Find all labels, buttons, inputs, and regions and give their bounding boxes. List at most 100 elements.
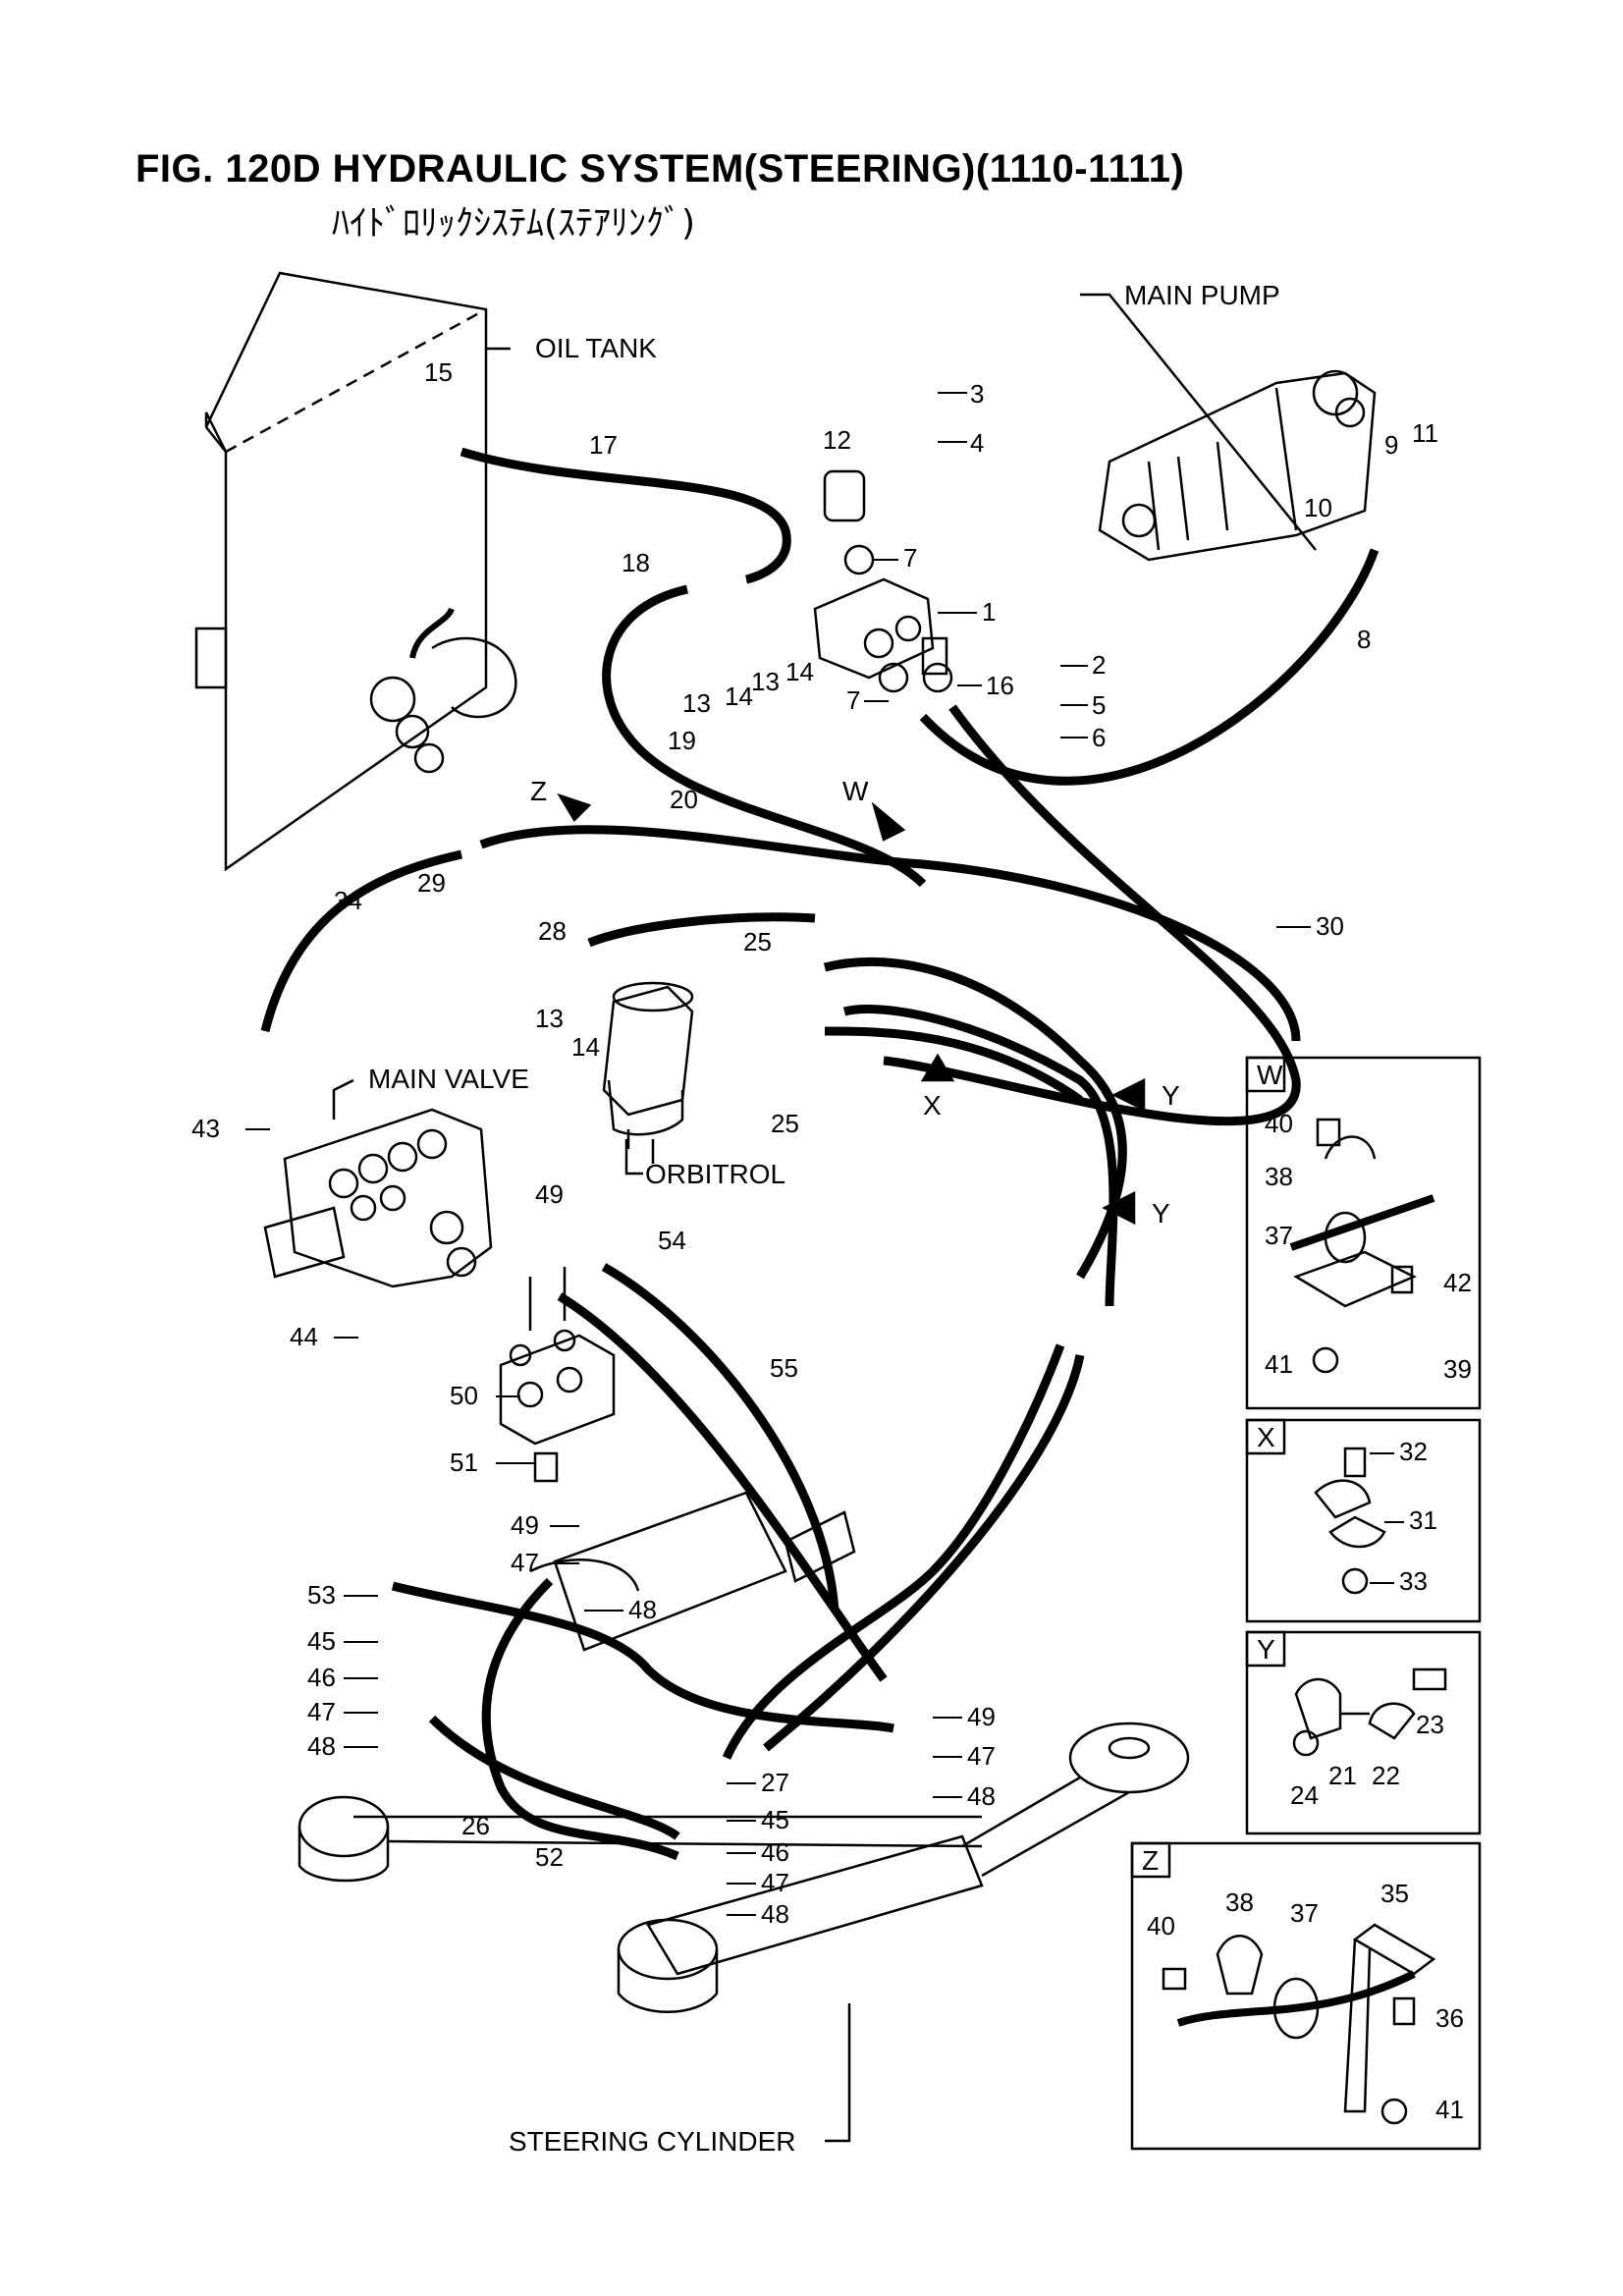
- main-pump: [1080, 293, 1377, 562]
- detail-panel-x-label: X: [1257, 1422, 1275, 1452]
- view-marker-y1: Y: [1162, 1080, 1180, 1111]
- callout-52: 52: [535, 1842, 564, 1872]
- callout-20: 20: [670, 785, 698, 814]
- callout-47b: 47: [307, 1697, 336, 1726]
- priority-valve-block: [813, 469, 953, 693]
- detail-y-callout-24: 24: [1290, 1780, 1319, 1810]
- callout-14c: 14: [571, 1032, 600, 1062]
- view-marker-z: Z: [530, 776, 547, 806]
- detail-panel-w: [1245, 1056, 1482, 1410]
- callout-2: 2: [1092, 650, 1106, 680]
- detail-panel-z-label: Z: [1142, 1845, 1159, 1876]
- detail-x-callout-31: 31: [1409, 1505, 1437, 1535]
- figure-subtitle: ﾊｲﾄﾞﾛﾘｯｸｼｽﾃﾑ(ｽﾃｱﾘﾝｸﾞ): [332, 203, 696, 244]
- detail-panel-y-label: Y: [1257, 1634, 1275, 1665]
- callout-8: 8: [1357, 625, 1371, 654]
- view-arrow-w: [871, 801, 906, 842]
- detail-x-callout-33: 33: [1399, 1566, 1428, 1596]
- callout-48d: 48: [761, 1899, 789, 1929]
- detail-z-callout-38: 38: [1225, 1887, 1254, 1917]
- callout-3: 3: [970, 379, 984, 409]
- detail-z-callout-40: 40: [1147, 1911, 1175, 1941]
- view-arrow-x: [920, 1053, 955, 1082]
- callout-45a: 45: [307, 1626, 336, 1656]
- callout-4: 4: [970, 428, 984, 458]
- orbitrol-label: ORBITROL: [645, 1159, 785, 1189]
- callout-54: 54: [658, 1226, 686, 1255]
- callout-34: 34: [334, 886, 362, 915]
- callout-47d: 47: [761, 1868, 789, 1897]
- figure-title: FIG. 120D HYDRAULIC SYSTEM(STEERING)(111…: [135, 147, 1185, 191]
- callout-17: 17: [589, 430, 618, 460]
- callout-13b: 13: [751, 667, 780, 696]
- detail-w-callout-40: 40: [1265, 1109, 1293, 1138]
- callout-46a: 46: [307, 1663, 336, 1692]
- callout-48b: 48: [307, 1731, 336, 1761]
- detail-w-callout-37: 37: [1265, 1221, 1293, 1250]
- main-pump-label: MAIN PUMP: [1124, 280, 1280, 310]
- callout-43: 43: [191, 1114, 220, 1143]
- callout-44: 44: [290, 1322, 318, 1351]
- callout-13c: 13: [535, 1004, 564, 1033]
- callout-48c: 48: [967, 1781, 996, 1811]
- callout-46b: 46: [761, 1837, 789, 1867]
- callout-7a: 7: [903, 543, 917, 573]
- callout-9: 9: [1384, 430, 1398, 460]
- view-marker-w: W: [842, 776, 869, 806]
- oil-tank: [194, 271, 517, 872]
- cylinder-leader: [825, 2003, 851, 2143]
- detail-z-callout-37: 37: [1290, 1898, 1319, 1928]
- detail-z-callout-35: 35: [1380, 1879, 1409, 1908]
- callout-27: 27: [761, 1768, 789, 1797]
- callout-19: 19: [668, 726, 696, 755]
- callout-1: 1: [982, 597, 996, 627]
- detail-y-callout-21: 21: [1328, 1761, 1357, 1790]
- callout-5: 5: [1092, 690, 1106, 720]
- callout-6: 6: [1092, 723, 1106, 752]
- detail-w-callout-41: 41: [1265, 1349, 1293, 1379]
- detail-y-callout-22: 22: [1372, 1761, 1400, 1790]
- callout-10: 10: [1304, 493, 1332, 522]
- steering-cylinder-label: STEERING CYLINDER: [509, 2126, 796, 2157]
- detail-panel-w-label: W: [1257, 1060, 1283, 1090]
- callout-50: 50: [450, 1381, 478, 1410]
- callout-53: 53: [307, 1580, 336, 1610]
- steering-cylinder: [298, 1491, 1190, 2013]
- callout-16: 16: [986, 671, 1014, 700]
- detail-z-callout-41: 41: [1435, 2095, 1464, 2124]
- callout-26: 26: [461, 1811, 490, 1840]
- callout-15: 15: [424, 357, 453, 387]
- callout-12: 12: [823, 425, 851, 455]
- callout-25a: 25: [743, 927, 772, 957]
- detail-z-callout-36: 36: [1435, 2003, 1464, 2033]
- callout-18: 18: [622, 548, 650, 577]
- detail-w-callout-42: 42: [1443, 1268, 1472, 1297]
- main-valve-label: MAIN VALVE: [368, 1064, 529, 1094]
- view-marker-x: X: [923, 1090, 942, 1121]
- callout-48a: 48: [628, 1595, 657, 1624]
- detail-panel-y: [1245, 1630, 1482, 1835]
- view-arrows: [557, 793, 1146, 1226]
- detail-w-callout-38: 38: [1265, 1162, 1293, 1191]
- callout-25b: 25: [771, 1109, 799, 1138]
- callout-14a: 14: [725, 682, 753, 711]
- view-arrow-y2: [1102, 1190, 1136, 1226]
- callout-45b: 45: [761, 1805, 789, 1834]
- view-arrow-z: [557, 793, 592, 823]
- detail-panel-z: [1130, 1841, 1482, 2151]
- view-arrow-y1: [1111, 1077, 1146, 1113]
- detail-x-callout-32: 32: [1399, 1437, 1428, 1466]
- orbitrol: [602, 981, 694, 1175]
- callout-49c: 49: [967, 1702, 996, 1731]
- callout-29: 29: [417, 868, 446, 898]
- hoses: [260, 447, 1380, 1861]
- main-valve: [263, 1078, 493, 1288]
- callout-55: 55: [770, 1353, 798, 1383]
- callout-30: 30: [1316, 911, 1344, 941]
- callout-13a: 13: [682, 688, 711, 718]
- detail-panel-x: [1245, 1418, 1482, 1623]
- callout-28: 28: [538, 916, 567, 946]
- callout-49a: 49: [535, 1179, 564, 1209]
- callout-14b: 14: [785, 657, 814, 686]
